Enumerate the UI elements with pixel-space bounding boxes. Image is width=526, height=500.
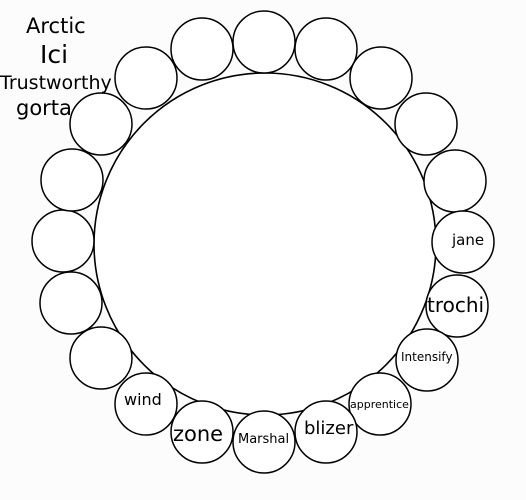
outer-circle-1 [232,10,296,74]
center-circle [93,72,437,416]
label-zone: zone [173,422,224,446]
outer-circle-12 [170,400,234,464]
outer-circle-18 [69,92,133,156]
outer-circles [31,10,495,474]
outer-circle-19 [114,46,178,110]
outer-circle-15 [39,271,103,335]
label-apprentice: apprentice [350,398,409,411]
outer-circle-2 [294,17,358,81]
outer-circle-3 [349,46,413,110]
outer-circle-8 [395,328,459,392]
outer-circle-17 [40,148,104,212]
label-blizer: blizer [304,418,354,439]
label-intensify: Intensify [401,350,453,364]
outer-circle-9 [348,372,412,436]
outer-circle-20 [170,17,234,81]
word-gorta: gorta [16,96,72,120]
word-arctic: Arctic [26,14,86,38]
outer-circle-10 [294,400,358,464]
outer-circle-13 [114,372,178,436]
label-marshal: Marshal [238,432,290,447]
outer-circle-16 [31,209,95,273]
word-trustworthy: Trustworthy [0,72,112,94]
outer-circle-11 [232,410,296,474]
label-wind: wind [124,390,162,409]
outer-circle-6 [431,210,495,274]
word-ici: Ici [40,40,69,69]
outer-circle-7 [425,274,489,338]
outer-circle-5 [423,149,487,213]
outer-circle-14 [69,326,133,390]
outer-circle-4 [394,92,458,156]
label-jane: jane [452,231,485,249]
label-trochi: trochi [427,293,485,317]
